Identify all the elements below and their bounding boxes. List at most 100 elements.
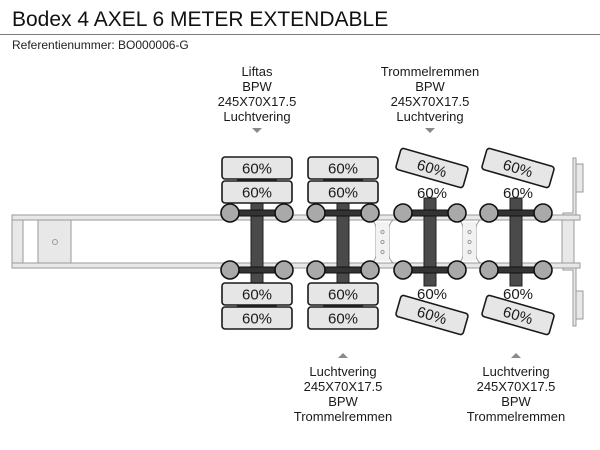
tire-upper-outer-body xyxy=(395,147,469,189)
tire-upper-outer-body xyxy=(221,156,293,180)
tire-lower-inner-label: 60% xyxy=(417,286,447,303)
extension-joint-1-fill xyxy=(376,222,389,261)
tire-lower-outer-body xyxy=(221,306,293,330)
rear-light-lower-icon xyxy=(575,290,584,320)
axle-2-label-line-4: Trommelremmen xyxy=(293,409,393,424)
axle-4-label-line-4: Trommelremmen xyxy=(466,409,566,424)
kingpin-icon xyxy=(52,239,58,245)
chassis-front-end xyxy=(11,219,24,264)
tire-upper-outer-body xyxy=(307,156,379,180)
axle-2-label-line-3: BPW xyxy=(328,394,358,409)
wheel-hub-icon xyxy=(360,203,380,223)
triangle-up-icon xyxy=(338,353,348,358)
tire-lower-inner-body xyxy=(307,282,379,306)
tire-upper-outer-body xyxy=(481,147,555,189)
tire-upper-inner-label: 60% xyxy=(417,185,447,202)
triangle-down-icon xyxy=(425,128,435,133)
wheel-hub-icon xyxy=(220,203,240,223)
axle-2: 60% 60% 60% 60% xyxy=(306,156,380,330)
tire-upper-inner-body xyxy=(221,180,293,204)
tire-lower-outer: 60% xyxy=(221,306,293,330)
axle-4-label-line-1: Luchtvering xyxy=(482,364,550,379)
wheel-hub-icon xyxy=(306,203,326,223)
tire-link xyxy=(323,178,363,182)
axle-3: 60%60%60%60% xyxy=(393,147,469,336)
tire-upper-outer: 60% xyxy=(395,147,469,189)
wheel-hub-icon xyxy=(360,260,380,280)
bolt-icon xyxy=(380,239,385,245)
bolt-icon xyxy=(380,229,385,235)
tire-link xyxy=(237,178,277,182)
tire-lower-inner: 60% xyxy=(221,282,293,306)
tire-lower-outer-tread-label: 60% xyxy=(328,311,358,328)
tire-lower-outer-body xyxy=(481,294,555,336)
wheel-hub-icon xyxy=(533,203,553,223)
tire-upper-outer: 60% xyxy=(221,156,293,180)
axle-3-label-line-3: 245X70X17.5 xyxy=(390,94,470,109)
title-separator xyxy=(0,34,600,35)
tire-upper-inner: 60% xyxy=(221,180,293,204)
axle-4-label-line-3: BPW xyxy=(501,394,531,409)
tire-lower-outer-body xyxy=(307,306,379,330)
tire-upper-inner-body xyxy=(307,180,379,204)
tire-upper-outer: 60% xyxy=(481,147,555,189)
triangle-down-icon xyxy=(252,128,262,133)
wheel-hub-icon xyxy=(447,203,467,223)
axle-1-label: Liftas BPW 245X70X17.5 Luchtvering xyxy=(187,64,327,133)
axle-2-label-line-1: Luchtvering xyxy=(309,364,377,379)
kingpin-plate xyxy=(37,219,72,264)
axle-2-label-line-2: 245X70X17.5 xyxy=(303,379,383,394)
bolt-icon xyxy=(467,239,472,245)
axle-1: 60% 60% 60% 60% xyxy=(220,156,294,330)
wheel-hub-icon xyxy=(393,260,413,280)
tire-lower-outer-body xyxy=(395,294,469,336)
tire-lower-outer: 60% xyxy=(307,306,379,330)
wheel-hub-icon xyxy=(479,260,499,280)
extension-joint-2-fill xyxy=(463,222,476,261)
wheel-hub-icon xyxy=(220,260,240,280)
tire-lower-inner-tread-label: 60% xyxy=(328,287,358,304)
tire-lower-inner-label: 60% xyxy=(503,286,533,303)
wheel-hub-icon xyxy=(274,260,294,280)
wheel-hub-icon xyxy=(393,203,413,223)
rear-bumper xyxy=(561,219,575,264)
tire-upper-outer: 60% xyxy=(307,156,379,180)
wheel-hub-icon xyxy=(447,260,467,280)
axle-4-label-line-2: 245X70X17.5 xyxy=(476,379,556,394)
chassis-top-rail xyxy=(11,214,581,221)
tire-link xyxy=(323,304,363,308)
tire-lower-inner: 60% xyxy=(307,282,379,306)
wheel-hub-icon xyxy=(306,260,326,280)
tire-lower-outer: 60% xyxy=(395,294,469,336)
page-title: Bodex 4 AXEL 6 METER EXTENDABLE xyxy=(12,8,389,31)
axle-3-label-line-4: Luchtvering xyxy=(396,109,464,124)
axle-3-label-line-1: Trommelremmen xyxy=(380,64,480,79)
tire-upper-outer-tread-label: 60% xyxy=(242,161,272,178)
bolt-icon xyxy=(467,249,472,255)
tire-upper-outer-tread-label: 60% xyxy=(328,161,358,178)
tire-upper-inner-label: 60% xyxy=(503,185,533,202)
chassis xyxy=(11,157,584,327)
rear-frame-upper xyxy=(562,157,577,216)
rear-frame-lower xyxy=(562,267,577,327)
wheel-hub-icon xyxy=(479,203,499,223)
tire-lower-outer-tread-label: 60% xyxy=(242,311,272,328)
axles-layer: 60%60%60%60%60%60%60%60%60%60%60%60%60%6… xyxy=(220,147,555,336)
axle-1-label-line-3: 245X70X17.5 xyxy=(217,94,297,109)
axle-1-label-line-4: Luchtvering xyxy=(223,109,291,124)
tire-lower-inner-body xyxy=(221,282,293,306)
rear-light-upper-icon xyxy=(575,163,584,193)
chassis-bottom-rail xyxy=(11,262,581,269)
tire-upper-inner-tread-label: 60% xyxy=(328,185,358,202)
bolt-icon xyxy=(467,229,472,235)
axle-2-label: Luchtvering 245X70X17.5 BPW Trommelremme… xyxy=(273,353,413,424)
axle-4-label: Luchtvering 245X70X17.5 BPW Trommelremme… xyxy=(446,353,586,424)
axle-4: 60%60%60%60% xyxy=(479,147,555,336)
tire-upper-inner: 60% xyxy=(307,180,379,204)
triangle-up-icon xyxy=(511,353,521,358)
axle-3-label: Trommelremmen BPW 245X70X17.5 Luchtverin… xyxy=(360,64,500,133)
wheel-hub-icon xyxy=(274,203,294,223)
tire-link xyxy=(237,304,277,308)
wheel-hub-icon xyxy=(533,260,553,280)
